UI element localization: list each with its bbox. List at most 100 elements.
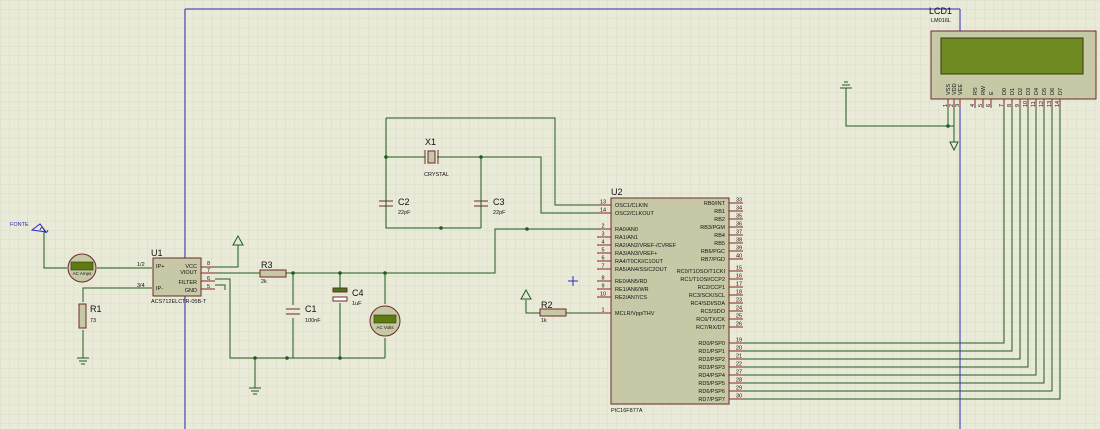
u1-ref: U1 <box>151 248 163 258</box>
u2-pin-num: 1 <box>601 308 604 314</box>
u2-part: PIC16F877A <box>611 408 643 414</box>
u2-pin-label: RD0/PSP0 <box>698 341 725 347</box>
u2-pin-num: 27 <box>736 370 742 376</box>
u2-pin-label: RA4/T0CKI/C1OUT <box>615 259 664 265</box>
u2-pin-num: 36 <box>736 222 742 228</box>
u2-pin-label: RA1/AN1 <box>615 235 638 241</box>
lcd-pin-label: D3 <box>1026 88 1032 95</box>
u2-pin-num: 30 <box>736 394 742 400</box>
r1-value: 73 <box>90 318 96 324</box>
u1-filter: FILTER <box>178 280 197 286</box>
fonte-label: FONTE <box>10 222 29 228</box>
x1-ref: X1 <box>425 137 436 147</box>
u2-pin-num: 33 <box>736 198 742 204</box>
lcd-pin-num: 12 <box>1039 101 1045 107</box>
lcd-display[interactable]: LCD1 LM016L VSS1VDD2VEE3RS4RW5E6D07D18D2… <box>929 6 1097 108</box>
r3-value: 2k <box>261 279 267 285</box>
ac-source-fonte[interactable]: FONTE <box>10 222 49 233</box>
power-terminal-vcc <box>232 234 532 300</box>
crosshair-cursor-icon <box>568 276 578 286</box>
capacitor-c2[interactable]: C2 22pF <box>379 197 411 216</box>
crystal-x1[interactable]: X1 CRYSTAL <box>424 137 449 178</box>
resistor-r3[interactable]: R3 2k <box>259 260 287 285</box>
capacitor-c4[interactable]: C4 1uF <box>332 287 364 307</box>
u2-pin-label: RA2/AN2/VREF-/CVREF <box>615 243 677 249</box>
u2-pin-num: 5 <box>601 248 604 254</box>
u1-pin-34: 3/4 <box>137 283 145 289</box>
capacitor-c1[interactable]: C1 100nF <box>286 304 321 324</box>
ground-symbol-lcd <box>840 81 959 152</box>
u2-pin-label: RC0/T1OSO/T1CKI <box>677 269 726 275</box>
lcd-pin-num: 4 <box>970 104 976 107</box>
u2-pin-num: 10 <box>600 292 606 298</box>
lcd-pin-label: RS <box>973 87 979 95</box>
microcontroller-u2[interactable]: U2 PIC16F877A 13OSC1/CLKIN14OSC2/CLKOUT2… <box>597 187 743 414</box>
u1-vcc: VCC <box>185 264 197 270</box>
u1-p8: 8 <box>207 261 210 267</box>
u2-pin-num: 6 <box>601 256 604 262</box>
lcd-pin-label: VEE <box>958 84 964 95</box>
u2-pin-label: OSC2/CLKOUT <box>615 211 654 217</box>
lcd-pin-num: 9 <box>1015 104 1021 107</box>
u2-pin-num: 40 <box>736 254 742 260</box>
u2-pin-num: 14 <box>600 208 606 214</box>
current-sensor-u1[interactable]: U1 ACS712ELCTR-05B-T 1/2 3/4 IP+ IP- VCC… <box>137 248 215 305</box>
c4-ref: C4 <box>352 288 364 298</box>
lcd-pin-label: D4 <box>1034 88 1040 95</box>
u2-ref: U2 <box>611 187 623 197</box>
r3-ref: R3 <box>261 260 273 270</box>
u2-pin-label: RB4 <box>714 233 725 239</box>
u2-pin-label: RD3/PSP3 <box>698 365 725 371</box>
u2-pin-label: RB0/INT <box>704 201 726 207</box>
u2-right-pins: 33RB0/INT34RB135RB236RB3/PGM37RB438RB539… <box>677 198 743 403</box>
u2-pin-num: 26 <box>736 322 742 328</box>
u2-pin-label: RC3/SCK/SCL <box>689 293 725 299</box>
u2-pin-label: RC5/SDO <box>701 309 726 315</box>
c4-value: 1uF <box>352 301 362 307</box>
u2-pin-label: RB2 <box>714 217 725 223</box>
u1-ip-plus: IP+ <box>156 264 164 270</box>
lcd-pin-label: E <box>989 91 995 95</box>
lcd-pin-num: 10 <box>1023 101 1029 107</box>
u2-pin-num: 20 <box>736 346 742 352</box>
u2-pin-num: 9 <box>601 284 604 290</box>
u2-pin-num: 22 <box>736 362 742 368</box>
u1-gnd: GND <box>185 288 197 294</box>
u2-pin-label: RB7/PGD <box>701 257 725 263</box>
u2-pin-num: 25 <box>736 314 742 320</box>
resistor-r2[interactable]: R2 1k <box>539 300 567 324</box>
lcd-pin-label: D1 <box>1010 88 1016 95</box>
u2-pin-label: RE0/AN5/RD <box>615 279 647 285</box>
u2-pin-num: 3 <box>601 232 604 238</box>
u2-pin-num: 17 <box>736 282 742 288</box>
ac-ammeter[interactable]: AC Amps <box>67 253 97 283</box>
u2-pin-num: 39 <box>736 246 742 252</box>
resistor-r1[interactable]: R1 73 <box>78 303 102 329</box>
ac-voltmeter[interactable]: AC Volts <box>369 305 401 337</box>
u1-p5: 5 <box>207 284 210 290</box>
u2-pin-label: RD2/PSP2 <box>698 357 725 363</box>
u2-pin-label: RD4/PSP4 <box>698 373 725 379</box>
u1-p6: 6 <box>207 276 210 282</box>
u2-pin-num: 37 <box>736 230 742 236</box>
c1-value: 100nF <box>305 318 321 324</box>
c1-ref: C1 <box>305 304 317 314</box>
u2-pin-label: MCLR/Vpp/THV <box>615 311 655 317</box>
u1-ip-minus: IP- <box>156 286 163 292</box>
lcd-pin-label: D2 <box>1018 88 1024 95</box>
u2-pin-num: 2 <box>601 224 604 230</box>
u1-viout: VIOUT <box>180 270 197 276</box>
u2-pin-label: RC1/T1OSI/CCP2 <box>680 277 725 283</box>
capacitor-c3[interactable]: C3 22pF <box>474 197 506 216</box>
lcd-pin-num: 13 <box>1047 101 1053 107</box>
lcd-pin-label: VDD <box>952 83 958 95</box>
u2-pin-num: 24 <box>736 306 742 312</box>
u2-pin-label: RC4/SDI/SDA <box>690 301 725 307</box>
r2-ref: R2 <box>541 300 553 310</box>
ammeter-label: AC Amps <box>73 271 93 276</box>
u2-pin-label: RE1/AN6/WR <box>615 287 649 293</box>
u2-pin-label: RB6/PGC <box>701 249 725 255</box>
u2-pin-num: 21 <box>736 354 742 360</box>
